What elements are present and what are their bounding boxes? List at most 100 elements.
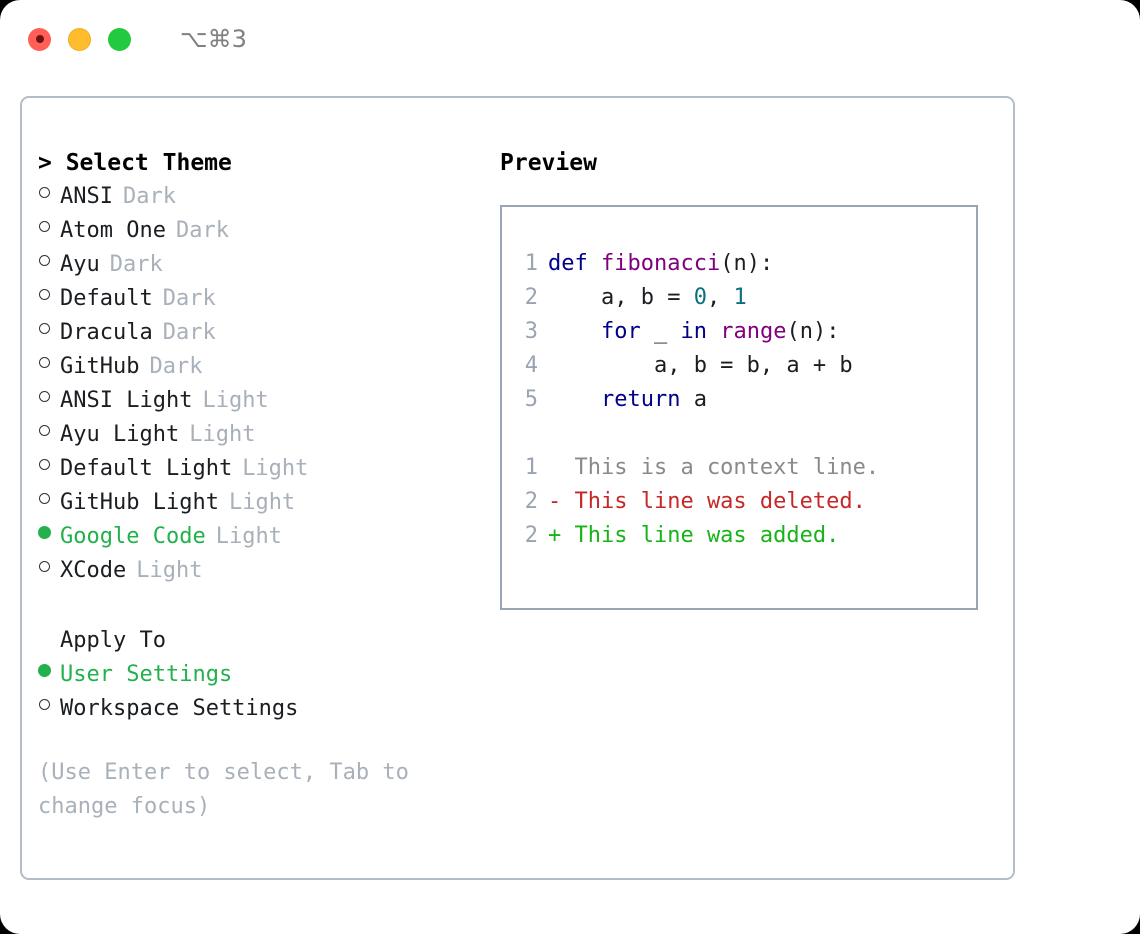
code-line-content: a, b = b, a + b bbox=[548, 349, 853, 383]
code-token-plain bbox=[548, 387, 601, 412]
code-token-plain: a bbox=[680, 387, 707, 412]
theme-option-ansi-light[interactable]: ANSI Light Light bbox=[38, 384, 478, 418]
preview-column: Preview bbox=[500, 146, 1000, 180]
theme-variant-badge: Dark bbox=[175, 218, 229, 243]
code-token-plain bbox=[548, 319, 601, 344]
diff-line-add: 2+ This line was added. bbox=[514, 519, 976, 553]
diff-line-content: - This line was deleted. bbox=[548, 489, 866, 514]
theme-variant-badge: Dark bbox=[149, 354, 203, 379]
hollow-circle-icon bbox=[39, 221, 50, 232]
theme-option-label: Default bbox=[60, 286, 153, 311]
code-token-plain: a, b = bbox=[548, 285, 694, 310]
code-token-kw: return bbox=[600, 387, 681, 412]
filled-circle-icon bbox=[38, 526, 51, 539]
theme-variant-badge: Light bbox=[215, 524, 282, 549]
apply-to-option-user-settings[interactable]: User Settings bbox=[38, 658, 478, 692]
theme-variant-badge: Dark bbox=[122, 184, 176, 209]
theme-option-default-light[interactable]: Default Light Light bbox=[38, 452, 478, 486]
hollow-circle-icon bbox=[39, 425, 50, 436]
close-icon bbox=[35, 35, 44, 43]
hollow-circle-icon bbox=[39, 561, 50, 572]
apply-to-option-workspace-settings[interactable]: Workspace Settings bbox=[38, 692, 478, 726]
code-line-content: return a bbox=[548, 383, 707, 417]
keyboard-hint: (Use Enter to select, Tab to change focu… bbox=[38, 760, 423, 819]
theme-option-default[interactable]: Default Dark bbox=[38, 282, 478, 316]
line-number: 4 bbox=[524, 353, 538, 378]
theme-option-label: Default Light bbox=[60, 456, 233, 481]
code-line-content: a, b = 0, 1 bbox=[548, 281, 747, 315]
theme-variant-badge: Light bbox=[136, 558, 203, 583]
code-line-content: for _ in range(n): bbox=[548, 315, 839, 349]
line-number: 1 bbox=[524, 455, 538, 480]
diff-line-del: 2 - This line was deleted. bbox=[514, 485, 976, 519]
code-token-fn: fibonacci bbox=[600, 251, 721, 276]
theme-variant-badge: Light bbox=[202, 388, 269, 413]
minimize-button[interactable] bbox=[68, 27, 91, 51]
hollow-circle-icon bbox=[39, 391, 50, 402]
code-line: 5 return a bbox=[514, 383, 976, 417]
theme-option-ansi[interactable]: ANSI Dark bbox=[38, 180, 478, 214]
theme-variant-badge: Dark bbox=[109, 252, 163, 277]
close-button[interactable] bbox=[28, 27, 51, 51]
hollow-circle-icon bbox=[39, 289, 50, 300]
theme-variant-badge: Dark bbox=[162, 320, 216, 345]
theme-option-github-light[interactable]: GitHub Light Light bbox=[38, 486, 478, 520]
hollow-circle-icon bbox=[39, 255, 50, 266]
theme-option-github[interactable]: GitHub Dark bbox=[38, 350, 478, 384]
hollow-circle-icon bbox=[39, 699, 50, 710]
theme-option-dracula[interactable]: Dracula Dark bbox=[38, 316, 478, 350]
theme-picker-header: > Select Theme bbox=[38, 150, 232, 176]
code-line: 2 a, b = 0, 1 bbox=[514, 281, 976, 315]
line-number: 3 bbox=[524, 319, 538, 344]
preview-header: Preview bbox=[500, 150, 597, 176]
diff-line-content: + This line was added. bbox=[548, 523, 840, 548]
theme-variant-badge: Light bbox=[242, 456, 309, 481]
spacer bbox=[38, 726, 478, 756]
line-number: 2 bbox=[524, 285, 538, 310]
theme-option-label: XCode bbox=[60, 558, 127, 583]
zoom-button[interactable] bbox=[108, 27, 131, 51]
spacer bbox=[514, 417, 976, 451]
diff-sample: 1 This is a context line. 2 - This line wa… bbox=[514, 451, 976, 553]
theme-option-atom-one[interactable]: Atom One Dark bbox=[38, 214, 478, 248]
code-line-content: def fibonacci(n): bbox=[548, 247, 773, 281]
code-token-kw: def bbox=[548, 251, 601, 276]
theme-option-label: GitHub Light bbox=[60, 490, 219, 515]
spacer bbox=[38, 588, 478, 624]
code-token-plain bbox=[707, 319, 720, 344]
code-token-plain: (n): bbox=[786, 319, 840, 344]
code-token-num: 1 bbox=[733, 285, 747, 310]
code-line: 3 for _ in range(n): bbox=[514, 315, 976, 349]
hollow-circle-icon bbox=[39, 357, 50, 368]
theme-variant-badge: Dark bbox=[162, 286, 216, 311]
code-token-kw: for bbox=[600, 319, 641, 344]
title-bar: ⌥⌘3 bbox=[0, 0, 1140, 78]
line-number: 2 bbox=[524, 489, 538, 514]
keyboard-shortcut-label: ⌥⌘3 bbox=[180, 25, 247, 53]
hollow-circle-icon bbox=[39, 187, 50, 198]
theme-option-label: Dracula bbox=[60, 320, 153, 345]
theme-option-xcode[interactable]: XCode Light bbox=[38, 554, 478, 588]
code-token-plain: _ bbox=[640, 319, 681, 344]
hollow-circle-icon bbox=[39, 459, 50, 470]
theme-option-label: GitHub bbox=[60, 354, 140, 379]
diff-line-ctx: 1 This is a context line. bbox=[514, 451, 976, 485]
theme-variant-badge: Light bbox=[189, 422, 256, 447]
theme-option-label: ANSI bbox=[60, 184, 113, 209]
theme-variant-badge: Light bbox=[228, 490, 296, 515]
theme-option-label: Atom One bbox=[60, 218, 166, 243]
hollow-circle-icon bbox=[39, 493, 50, 504]
apply-to-title: Apply To bbox=[60, 628, 166, 653]
line-number: 1 bbox=[524, 251, 538, 276]
theme-option-label: ANSI Light bbox=[60, 388, 193, 413]
